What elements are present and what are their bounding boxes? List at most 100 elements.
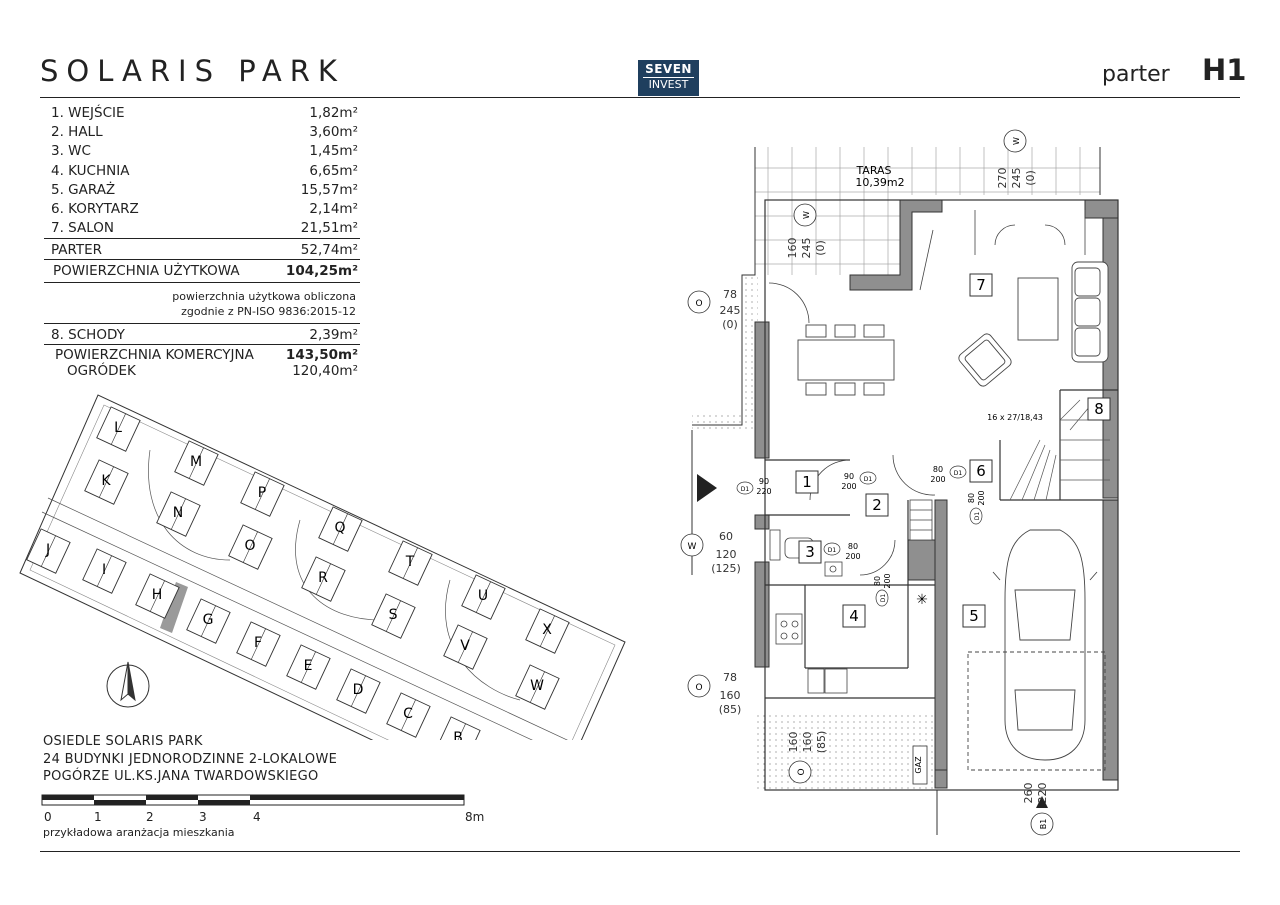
logo-text-2: INVEST bbox=[643, 77, 694, 91]
dim: 160 bbox=[786, 238, 799, 259]
door-dim: 220 bbox=[756, 487, 771, 496]
interior-walls bbox=[764, 199, 1119, 791]
terrace-label: TARAS bbox=[855, 164, 891, 177]
room-label: 7. SALON bbox=[51, 220, 114, 237]
dim: (0) bbox=[722, 318, 738, 331]
marker-o: O bbox=[695, 299, 702, 309]
header-divider bbox=[40, 97, 1240, 98]
site-building: N bbox=[156, 491, 201, 537]
room-label: 2. HALL bbox=[51, 124, 103, 141]
door-dims: 90 220 90 200 80 200 80 200 80 200 80 20… bbox=[756, 465, 986, 589]
road-edge bbox=[47, 497, 568, 740]
scale-tick: 1 bbox=[94, 810, 102, 824]
window-markers bbox=[680, 129, 1054, 836]
room-area: 6,65m² bbox=[309, 162, 358, 179]
scale-bar bbox=[41, 794, 465, 806]
usable-row: POWIERZCHNIA UŻYTKOWA 104,25m² bbox=[44, 260, 360, 282]
door-dim: 200 bbox=[845, 552, 860, 561]
site-building: W bbox=[515, 664, 560, 710]
building-letter: D bbox=[353, 682, 364, 698]
room-area: 1,82m² bbox=[309, 105, 358, 121]
room-area: 1,45m² bbox=[309, 143, 358, 160]
building-letter: F bbox=[254, 635, 262, 651]
building-letter: Q bbox=[334, 520, 345, 536]
site-building: R bbox=[301, 556, 346, 602]
door-dim: 200 bbox=[977, 490, 986, 505]
road-edge bbox=[41, 511, 533, 740]
north-arrow-icon bbox=[106, 661, 150, 708]
logo-text-1: SEVEN bbox=[645, 62, 692, 76]
site-building: V bbox=[443, 624, 488, 670]
door-tag: D1 bbox=[880, 594, 887, 603]
terrace bbox=[755, 195, 900, 275]
dim: 120 bbox=[716, 548, 737, 561]
site-building: F bbox=[236, 621, 281, 667]
armchair bbox=[958, 333, 1012, 387]
door-dim: 80 bbox=[967, 493, 976, 503]
building-letter: R bbox=[318, 570, 328, 586]
building-letter: L bbox=[114, 420, 122, 436]
door-tag: D1 bbox=[741, 486, 750, 493]
highlighted-plot bbox=[160, 582, 188, 633]
floor-label: parter bbox=[1102, 62, 1170, 87]
entrance-arrow-icon bbox=[697, 474, 717, 502]
dim: 270 bbox=[996, 168, 1009, 189]
dim: 245 bbox=[1010, 168, 1023, 189]
divider bbox=[44, 238, 360, 240]
divider bbox=[44, 323, 360, 325]
room-number: 4 bbox=[849, 607, 859, 625]
divider bbox=[44, 259, 360, 261]
building-letter: C bbox=[403, 706, 413, 722]
dim: 245 bbox=[720, 304, 741, 317]
building-letter: N bbox=[173, 505, 183, 521]
building-letter: P bbox=[258, 485, 266, 501]
building-letter: W bbox=[530, 678, 544, 694]
door-dim: 200 bbox=[883, 573, 892, 588]
dim: (0) bbox=[814, 240, 827, 256]
extractor-icon: ✳ bbox=[916, 592, 928, 608]
scale-tick: 2 bbox=[146, 810, 154, 824]
room-number: 7 bbox=[976, 276, 986, 294]
door-tag: D1 bbox=[974, 512, 981, 521]
site-building: P bbox=[240, 471, 285, 517]
marker-o: O bbox=[695, 683, 702, 693]
garden-value: 120,40m² bbox=[292, 363, 358, 380]
terrace bbox=[755, 147, 1100, 195]
entry-arrow-icon bbox=[1036, 796, 1048, 808]
dim: 60 bbox=[719, 530, 733, 543]
dim: (85) bbox=[719, 703, 742, 716]
room-number: 3 bbox=[805, 543, 815, 561]
site-building: G bbox=[186, 598, 231, 644]
building-letter: X bbox=[542, 622, 552, 638]
stairs-label: 8. SCHODY bbox=[51, 327, 125, 344]
usable-value: 104,25m² bbox=[285, 263, 358, 280]
dim: (125) bbox=[711, 562, 741, 575]
usable-label: POWIERZCHNIA UŻYTKOWA bbox=[53, 263, 240, 280]
site-buildings: LKJIHMNPOGFEDCBAQRTSUVXW bbox=[26, 406, 570, 740]
scale-tick: 4 bbox=[253, 810, 261, 824]
site-outline bbox=[19, 394, 626, 740]
site-building: X bbox=[525, 608, 570, 654]
marker-w: W bbox=[1012, 137, 1021, 145]
footer-note: przykładowa aranżacja mieszkania bbox=[43, 826, 235, 839]
site-building: I bbox=[82, 548, 127, 594]
unit-label: H1 bbox=[1202, 53, 1247, 87]
site-building: L bbox=[96, 406, 141, 452]
gas-box bbox=[912, 745, 928, 785]
marker-o: O bbox=[797, 768, 807, 775]
door-markers bbox=[736, 465, 983, 607]
door-dim: 200 bbox=[930, 475, 945, 484]
site-building: Q bbox=[318, 506, 363, 552]
room-area: 2,14m² bbox=[309, 200, 358, 217]
logo: SEVEN INVEST bbox=[638, 60, 699, 96]
